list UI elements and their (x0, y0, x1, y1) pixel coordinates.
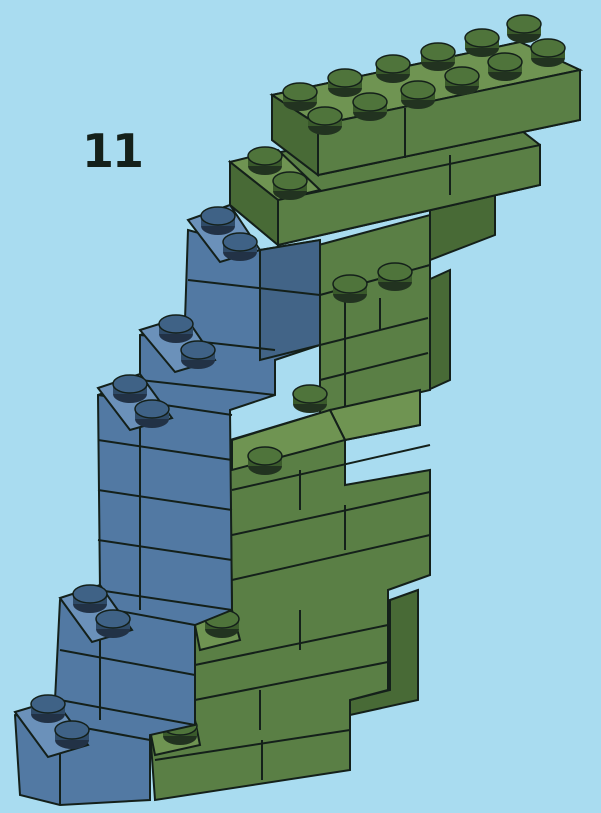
instruction-panel: 11 (0, 0, 601, 813)
lego-assembly-illustration (0, 0, 601, 813)
